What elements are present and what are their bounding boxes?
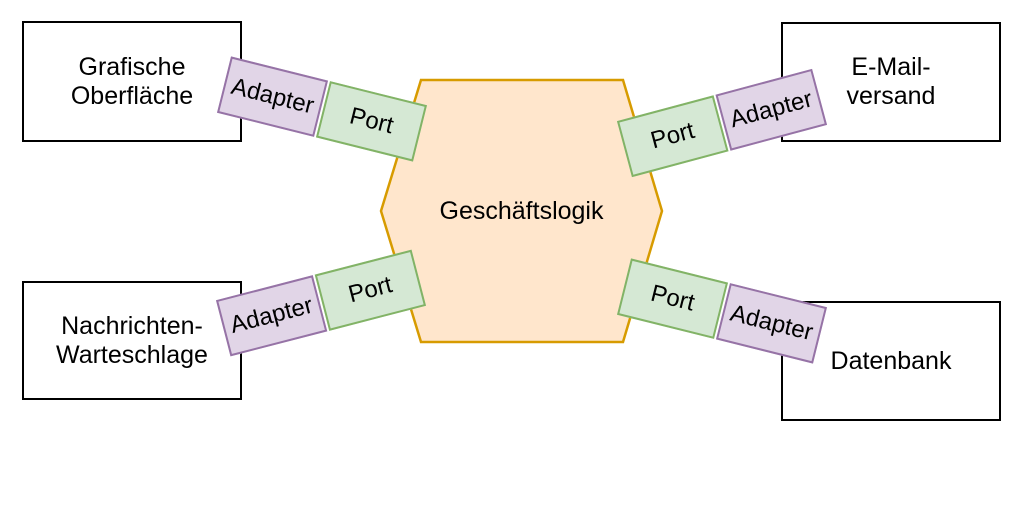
node-label-line: Nachrichten- — [61, 311, 203, 340]
port-label: Port — [648, 279, 698, 317]
port-label: Port — [647, 116, 698, 155]
node-nachrichten-warteschlage: Nachrichten- Warteschlage — [22, 281, 242, 400]
adapter-label: Adapter — [227, 291, 316, 339]
node-grafische-oberflaeche: Grafische Oberfläche — [22, 21, 242, 142]
node-label-line: E-Mail- — [851, 53, 931, 81]
port-label: Port — [346, 102, 397, 140]
node-label-line: Grafische — [78, 52, 186, 81]
port-label: Port — [345, 271, 395, 309]
node-email-versand: E-Mail- versand — [781, 22, 1001, 142]
node-label-line: versand — [846, 82, 936, 110]
node-label-line: Oberfläche — [70, 81, 194, 110]
hexagon-label: Geschäftslogik — [439, 196, 604, 225]
adapter-label: Adapter — [228, 72, 317, 120]
node-label-line: Datenbank — [830, 346, 952, 375]
adapter-label: Adapter — [727, 299, 816, 347]
node-label-line: Warteschlage — [56, 340, 208, 369]
adapter-label: Adapter — [727, 85, 816, 134]
hexagon-shape — [379, 78, 664, 344]
